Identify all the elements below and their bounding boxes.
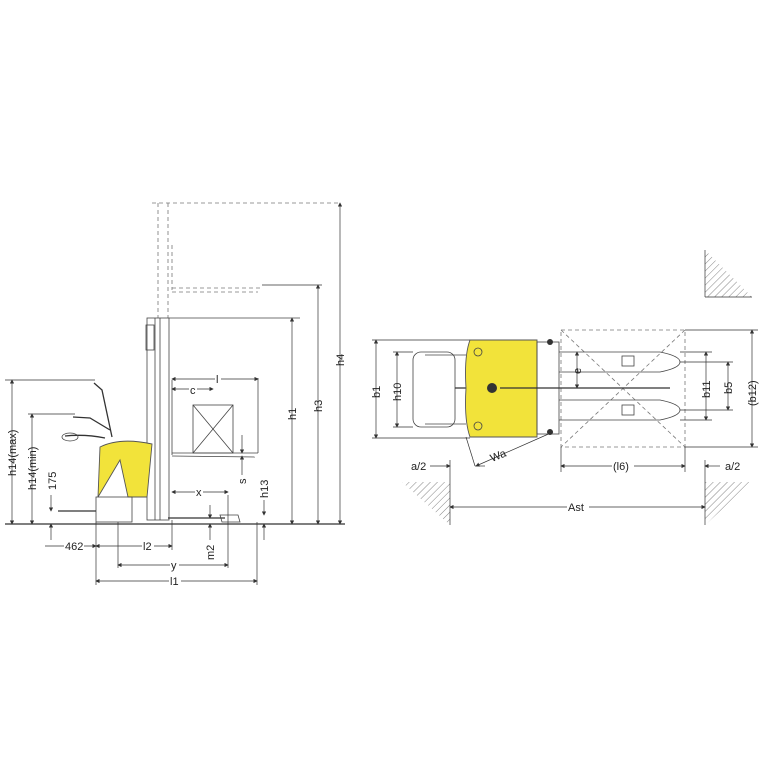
label-462: 462 xyxy=(65,541,83,553)
label-s: s xyxy=(237,478,249,484)
label-175: 175 xyxy=(47,472,59,490)
label-e: e xyxy=(572,368,584,374)
extended-mast xyxy=(152,202,340,318)
side-view: h4 h3 h1 h14(max) h14(min) 175 l c x s h… xyxy=(5,202,347,588)
label-b1: b1 xyxy=(371,386,383,398)
label-ast: Ast xyxy=(568,502,584,514)
label-x: x xyxy=(196,487,202,499)
label-c: c xyxy=(190,385,196,397)
label-b12: (b12) xyxy=(747,380,759,406)
side-dimensions xyxy=(5,202,343,585)
label-l: l xyxy=(216,374,218,386)
mast xyxy=(145,317,300,521)
wall-left xyxy=(402,482,450,525)
label-h4: h4 xyxy=(335,354,347,366)
side-labels: h4 h3 h1 h14(max) h14(min) 175 l c x s h… xyxy=(7,354,347,588)
top-labels: b1 h10 e b11 b5 (b12) Wa a/2 (l6) a/2 As… xyxy=(371,368,759,514)
label-l2: l2 xyxy=(143,541,152,553)
label-h3: h3 xyxy=(313,400,325,412)
label-l6: (l6) xyxy=(613,461,629,473)
hatch-top-right xyxy=(705,250,752,297)
label-a2-left: a/2 xyxy=(411,461,426,473)
label-h1: h1 xyxy=(287,408,299,420)
battery-base xyxy=(95,496,133,523)
label-h14-max: h14(max) xyxy=(7,430,19,476)
label-l1: l1 xyxy=(170,576,179,588)
label-h13: h13 xyxy=(259,480,271,498)
wall-right xyxy=(705,482,752,525)
label-m2: m2 xyxy=(205,545,217,560)
tiller-handle xyxy=(61,382,113,442)
label-a2-right: a/2 xyxy=(725,461,740,473)
top-view: b1 h10 e b11 b5 (b12) Wa a/2 (l6) a/2 As… xyxy=(371,250,759,525)
label-b5: b5 xyxy=(723,382,735,394)
label-wa: Wa xyxy=(489,447,509,464)
label-b11: b11 xyxy=(701,380,713,398)
fork-right xyxy=(559,399,681,421)
top-dimensions xyxy=(372,329,758,510)
load-box xyxy=(192,378,259,454)
label-h14-min: h14(min) xyxy=(27,447,39,490)
label-h10: h10 xyxy=(392,383,404,401)
label-y: y xyxy=(171,560,177,572)
truck-body xyxy=(97,440,153,498)
